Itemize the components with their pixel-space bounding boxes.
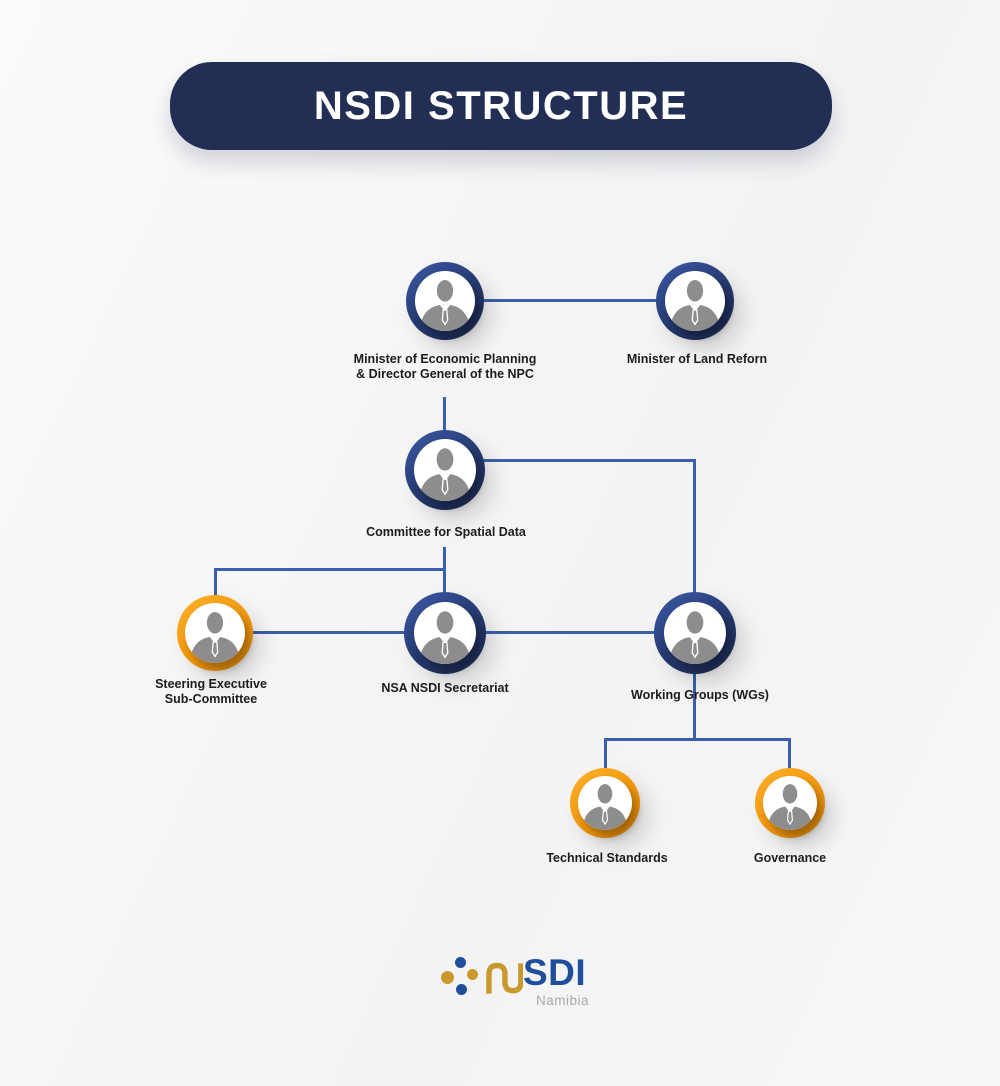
- person-icon: [419, 280, 471, 331]
- connector-line: [215, 568, 446, 571]
- connector-line: [788, 738, 791, 771]
- connector-line: [693, 459, 696, 595]
- node-label-minister-planning: Minister of Economic Planning& Director …: [353, 352, 537, 381]
- logo-wordmark: SDI: [523, 952, 587, 993]
- title-banner: NSDI STRUCTURE: [170, 62, 832, 150]
- person-icon: [189, 612, 241, 663]
- logo-dot-gold-right: [467, 969, 478, 980]
- org-node-minister-land: [656, 262, 734, 340]
- node-avatar: [665, 271, 725, 331]
- node-label-governance: Governance: [753, 851, 827, 865]
- org-node-nsa-nsdi-secretariat: [404, 592, 486, 674]
- connector-line: [604, 738, 607, 771]
- node-avatar: [185, 603, 245, 663]
- node-label-nsa-nsdi-secretariat: NSA NSDI Secretariat: [381, 681, 509, 695]
- node-label-technical-standards: Technical Standards: [546, 851, 668, 865]
- node-avatar: [414, 439, 476, 501]
- page-title: NSDI STRUCTURE: [313, 83, 689, 128]
- node-label-working-groups: Working Groups (WGs): [631, 688, 769, 702]
- org-node-minister-planning: [406, 262, 484, 340]
- node-avatar: [763, 776, 817, 830]
- logo-subtitle: Namibia: [535, 993, 589, 1008]
- node-avatar: [664, 602, 726, 664]
- connector-line: [443, 397, 446, 433]
- org-node-technical-standards: [570, 768, 640, 838]
- logo-dot-blue-bottom: [456, 984, 467, 995]
- nsdi-logo: SDI Namibia: [441, 952, 601, 1013]
- node-label-committee-spatial-data: Committee for Spatial Data: [366, 525, 526, 539]
- connector-line: [485, 631, 657, 634]
- org-node-committee-spatial-data: [405, 430, 485, 510]
- node-avatar: [414, 602, 476, 664]
- connector-line: [443, 547, 446, 595]
- org-node-steering-executive: [177, 595, 253, 671]
- person-icon: [669, 280, 721, 331]
- logo-dot-gold-left: [441, 971, 454, 984]
- connector-line: [484, 299, 656, 302]
- org-node-working-groups: [654, 592, 736, 674]
- person-icon: [668, 611, 722, 664]
- org-node-governance: [755, 768, 825, 838]
- logo-n-glyph-icon: [486, 962, 523, 994]
- connector-line: [605, 738, 791, 741]
- node-avatar: [578, 776, 632, 830]
- connector-line: [693, 672, 696, 740]
- connector-line: [483, 459, 696, 462]
- person-icon: [767, 784, 813, 830]
- node-avatar: [415, 271, 475, 331]
- person-icon: [582, 784, 628, 830]
- connector-line: [252, 631, 407, 634]
- node-label-minister-land: Minister of Land Reforn: [626, 352, 768, 366]
- person-icon: [418, 448, 472, 501]
- person-icon: [418, 611, 472, 664]
- logo-dots-icon: [441, 957, 478, 995]
- logo-dot-blue-top: [455, 957, 466, 968]
- connector-line: [214, 568, 217, 598]
